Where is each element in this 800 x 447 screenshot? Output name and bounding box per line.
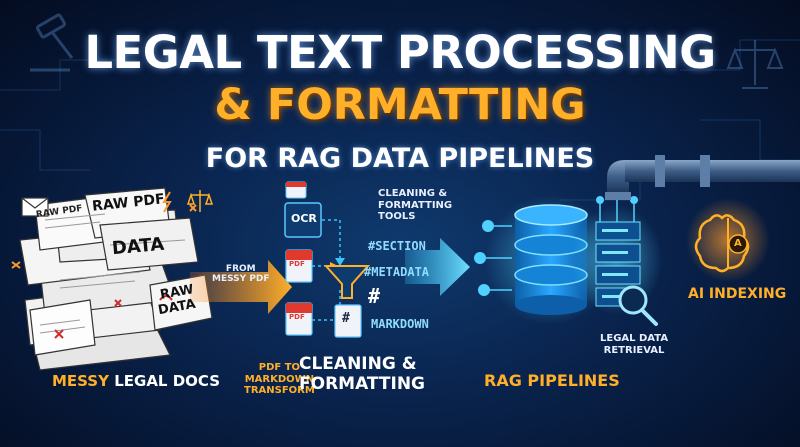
caption-rag-pipelines: RAG PIPELINES [484, 371, 620, 390]
from-messy-pdf-label: FROM MESSY PDF [212, 264, 270, 285]
caption-messy-legal-docs: MESSY LEGAL DOCS [52, 374, 220, 389]
scales-small-icon [186, 190, 214, 212]
legal-data-retrieval-label: LEGAL DATA RETRIEVAL [600, 333, 669, 356]
caption-rest: LEGAL DOCS [114, 372, 221, 390]
paper-label-data: DATA [111, 233, 166, 260]
markdown-doc-hash: # [342, 311, 350, 326]
brain-letter: A [734, 238, 742, 249]
small-document-icon [285, 181, 307, 199]
server-stack-icon [572, 205, 662, 315]
node-dots [474, 184, 638, 296]
chaos-marks [11, 191, 197, 269]
pdf-label-1: PDF [289, 260, 305, 268]
title-line-3: FOR RAG DATA PIPELINES [205, 143, 595, 174]
pdf-document-icon-1 [285, 249, 313, 283]
brain-icon [686, 198, 770, 282]
pdf-label-2: PDF [289, 313, 305, 321]
title-line-1: LEGAL TEXT PROCESSING [84, 26, 716, 79]
markdown-document-icon [334, 304, 362, 338]
cleaning-tools-label: CLEANING & FORMATTING TOOLS [378, 188, 453, 222]
title-line-2: & FORMATTING [214, 80, 586, 130]
pipe-icon [605, 155, 800, 200]
flow-lines [312, 219, 341, 321]
tag-metadata: #METADATA [364, 265, 430, 279]
magnifier-icon [618, 285, 658, 326]
caption-cleaning-formatting: CLEANING & FORMATTING [299, 354, 425, 394]
ocr-document-icon [284, 202, 322, 238]
ocr-label: OCR [291, 212, 317, 225]
gavel-icon [30, 13, 74, 72]
tag-section: #SECTION [368, 239, 426, 253]
caption-highlight: MESSY [52, 372, 109, 390]
messy-paper-stack [19, 187, 213, 371]
tag-hash: # [368, 284, 381, 308]
scales-icon [726, 40, 784, 89]
caption-ai-indexing: AI INDEXING [688, 286, 787, 302]
pdf-document-icon-2 [285, 302, 313, 336]
orange-arrow [190, 260, 292, 314]
cyan-arrow [405, 238, 470, 296]
tag-markdown: MARKDOWN [371, 317, 429, 331]
funnel-icon [323, 265, 371, 299]
pdf-to-markdown-label: PDF TO MARKDOWN TRANSFORM [244, 362, 315, 396]
